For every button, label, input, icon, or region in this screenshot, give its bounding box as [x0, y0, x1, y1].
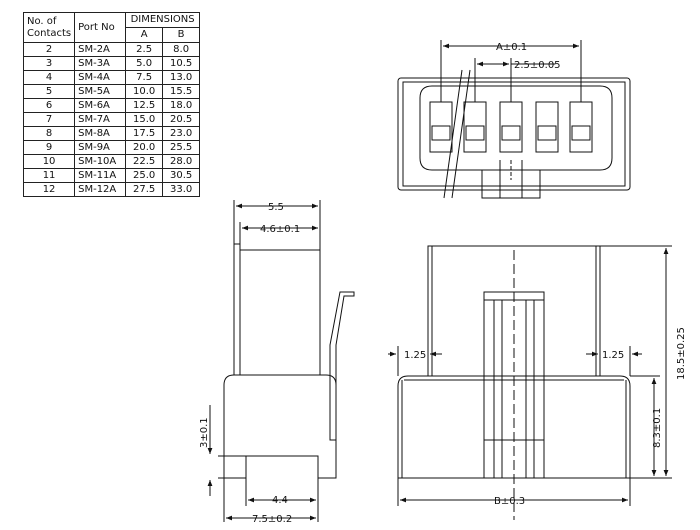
label-side-inner: 4.6±0.1: [260, 224, 300, 235]
header-contacts: No. of Contacts: [22, 12, 76, 43]
top-view: [397, 40, 631, 199]
table-cell-b: 20.5: [162, 112, 201, 127]
label-side-leg-height: 3±0.1: [199, 417, 210, 448]
front-view: [388, 245, 672, 520]
label-side-gap: 4.4: [272, 495, 288, 506]
table-cell-a: 27.5: [125, 182, 164, 197]
dimensions-table: No. of Contacts Port No DIMENSIONS A B 2…: [22, 12, 201, 197]
label-a-total: A±0.1: [496, 42, 527, 53]
label-side-depth: 5.5: [268, 202, 284, 213]
label-front-left-wall: 1.25: [404, 350, 426, 361]
side-view: [207, 200, 355, 522]
label-front-total-height: 18.5±0.25: [676, 327, 687, 380]
table-cell-b: 33.0: [162, 182, 201, 197]
label-front-right-wall: 1.25: [602, 350, 624, 361]
table-cell-contacts: 12: [22, 182, 76, 197]
header-col-b: B: [162, 27, 201, 43]
table-cell-part: SM-12A: [74, 182, 127, 197]
label-front-b: B±0.3: [494, 496, 525, 507]
table-cell-contacts: 4: [22, 70, 76, 85]
dimension-labels: A±0.1 2.5±0.05 5.5 4.6±0.1 3±0.1 4.4 7.5…: [199, 42, 687, 525]
label-front-body-height: 8.3±0.1: [652, 408, 663, 448]
label-pitch: 2.5±0.05: [514, 60, 561, 71]
label-side-width: 7.5±0.2: [252, 514, 292, 525]
